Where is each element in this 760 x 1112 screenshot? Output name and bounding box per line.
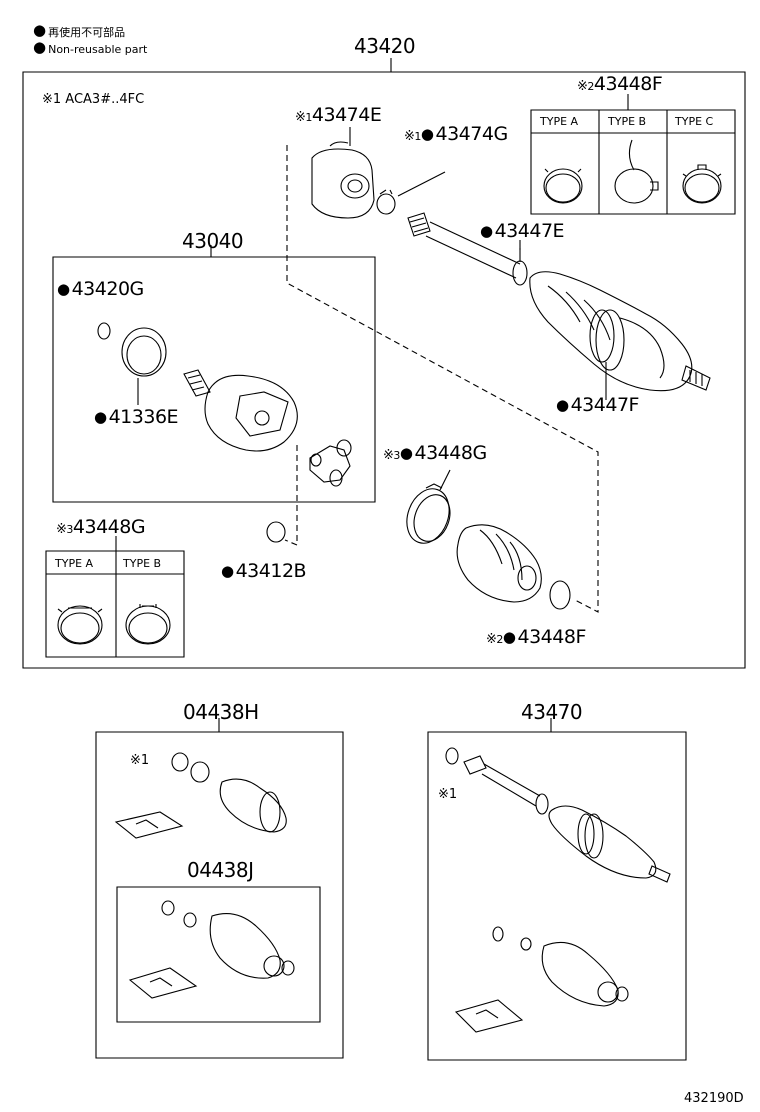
part-43474G-shape — [377, 190, 395, 214]
type-box-43448F — [531, 94, 735, 214]
part-43474G-label[interactable]: 143474G — [404, 125, 508, 144]
type-box-43448G — [46, 536, 184, 657]
legend-jp: 再使用不可部品 — [33, 24, 125, 39]
type-c-label: TYPE C — [675, 115, 714, 128]
part-inner-boot-shape — [457, 525, 541, 602]
assembly-43040-frame — [53, 257, 375, 502]
kit-04438J-frame — [117, 887, 320, 1022]
assembly-guide-lines — [285, 145, 598, 612]
kit-43470-label[interactable]: 43470 — [521, 700, 583, 724]
part-43040-joint-shape — [184, 370, 351, 486]
part-43448F-bottom-label[interactable]: 243448F — [486, 628, 586, 647]
type-a-label-bottom: TYPE A — [55, 557, 94, 570]
note-ref-1: ※1 ACA3#..4FC — [42, 92, 145, 107]
part-43448G-mid-label[interactable]: 343448G — [383, 444, 487, 463]
part-41336E-shape — [122, 328, 166, 376]
part-41336E-label[interactable]: 41336E — [94, 408, 179, 427]
part-43420G-label[interactable]: 43420G — [57, 280, 145, 299]
part-43412B-label[interactable]: 43412B — [221, 562, 307, 581]
part-43474E-shape — [312, 142, 374, 218]
part-43448F-top-label[interactable]: 243448F — [577, 75, 662, 94]
part-drive-shaft-shape — [408, 213, 710, 391]
assembly-43040-label[interactable]: 43040 — [182, 229, 244, 253]
kit-43470-parts-shape — [446, 748, 670, 1032]
type-b-label-bottom: TYPE B — [123, 557, 162, 570]
legend-en: Non-reusable part — [33, 41, 147, 56]
part-43474E-label[interactable]: 143474E — [295, 106, 381, 125]
kit-04438H-label[interactable]: 04438H — [183, 700, 259, 724]
kit-04438J-label[interactable]: 04438J — [187, 858, 254, 882]
assembly-43420-frame — [23, 72, 745, 668]
kit-04438H-frame — [96, 732, 343, 1058]
part-43448F-band-shape — [550, 581, 570, 609]
part-43448G-band-shape — [400, 483, 457, 549]
part-43448G-left-label[interactable]: 343448G — [56, 518, 145, 537]
part-43420G-shape — [98, 323, 110, 339]
part-43412B-shape — [267, 522, 285, 542]
part-43447E-label[interactable]: 43447E — [480, 222, 565, 241]
type-a-label: TYPE A — [540, 115, 579, 128]
kit-04438J-parts-shape — [130, 901, 294, 998]
footer-code: 432190D — [684, 1091, 744, 1106]
part-43447F-label[interactable]: 43447F — [556, 396, 640, 415]
assembly-43420-label[interactable]: 43420 — [354, 34, 416, 58]
kit-04438H-parts-shape — [116, 753, 286, 838]
kit-43470-ref-1: ※1 — [438, 787, 458, 802]
type-b-label: TYPE B — [608, 115, 647, 128]
kit-04438H-ref-1: ※1 — [130, 753, 150, 768]
kit-43470-frame — [428, 732, 686, 1060]
